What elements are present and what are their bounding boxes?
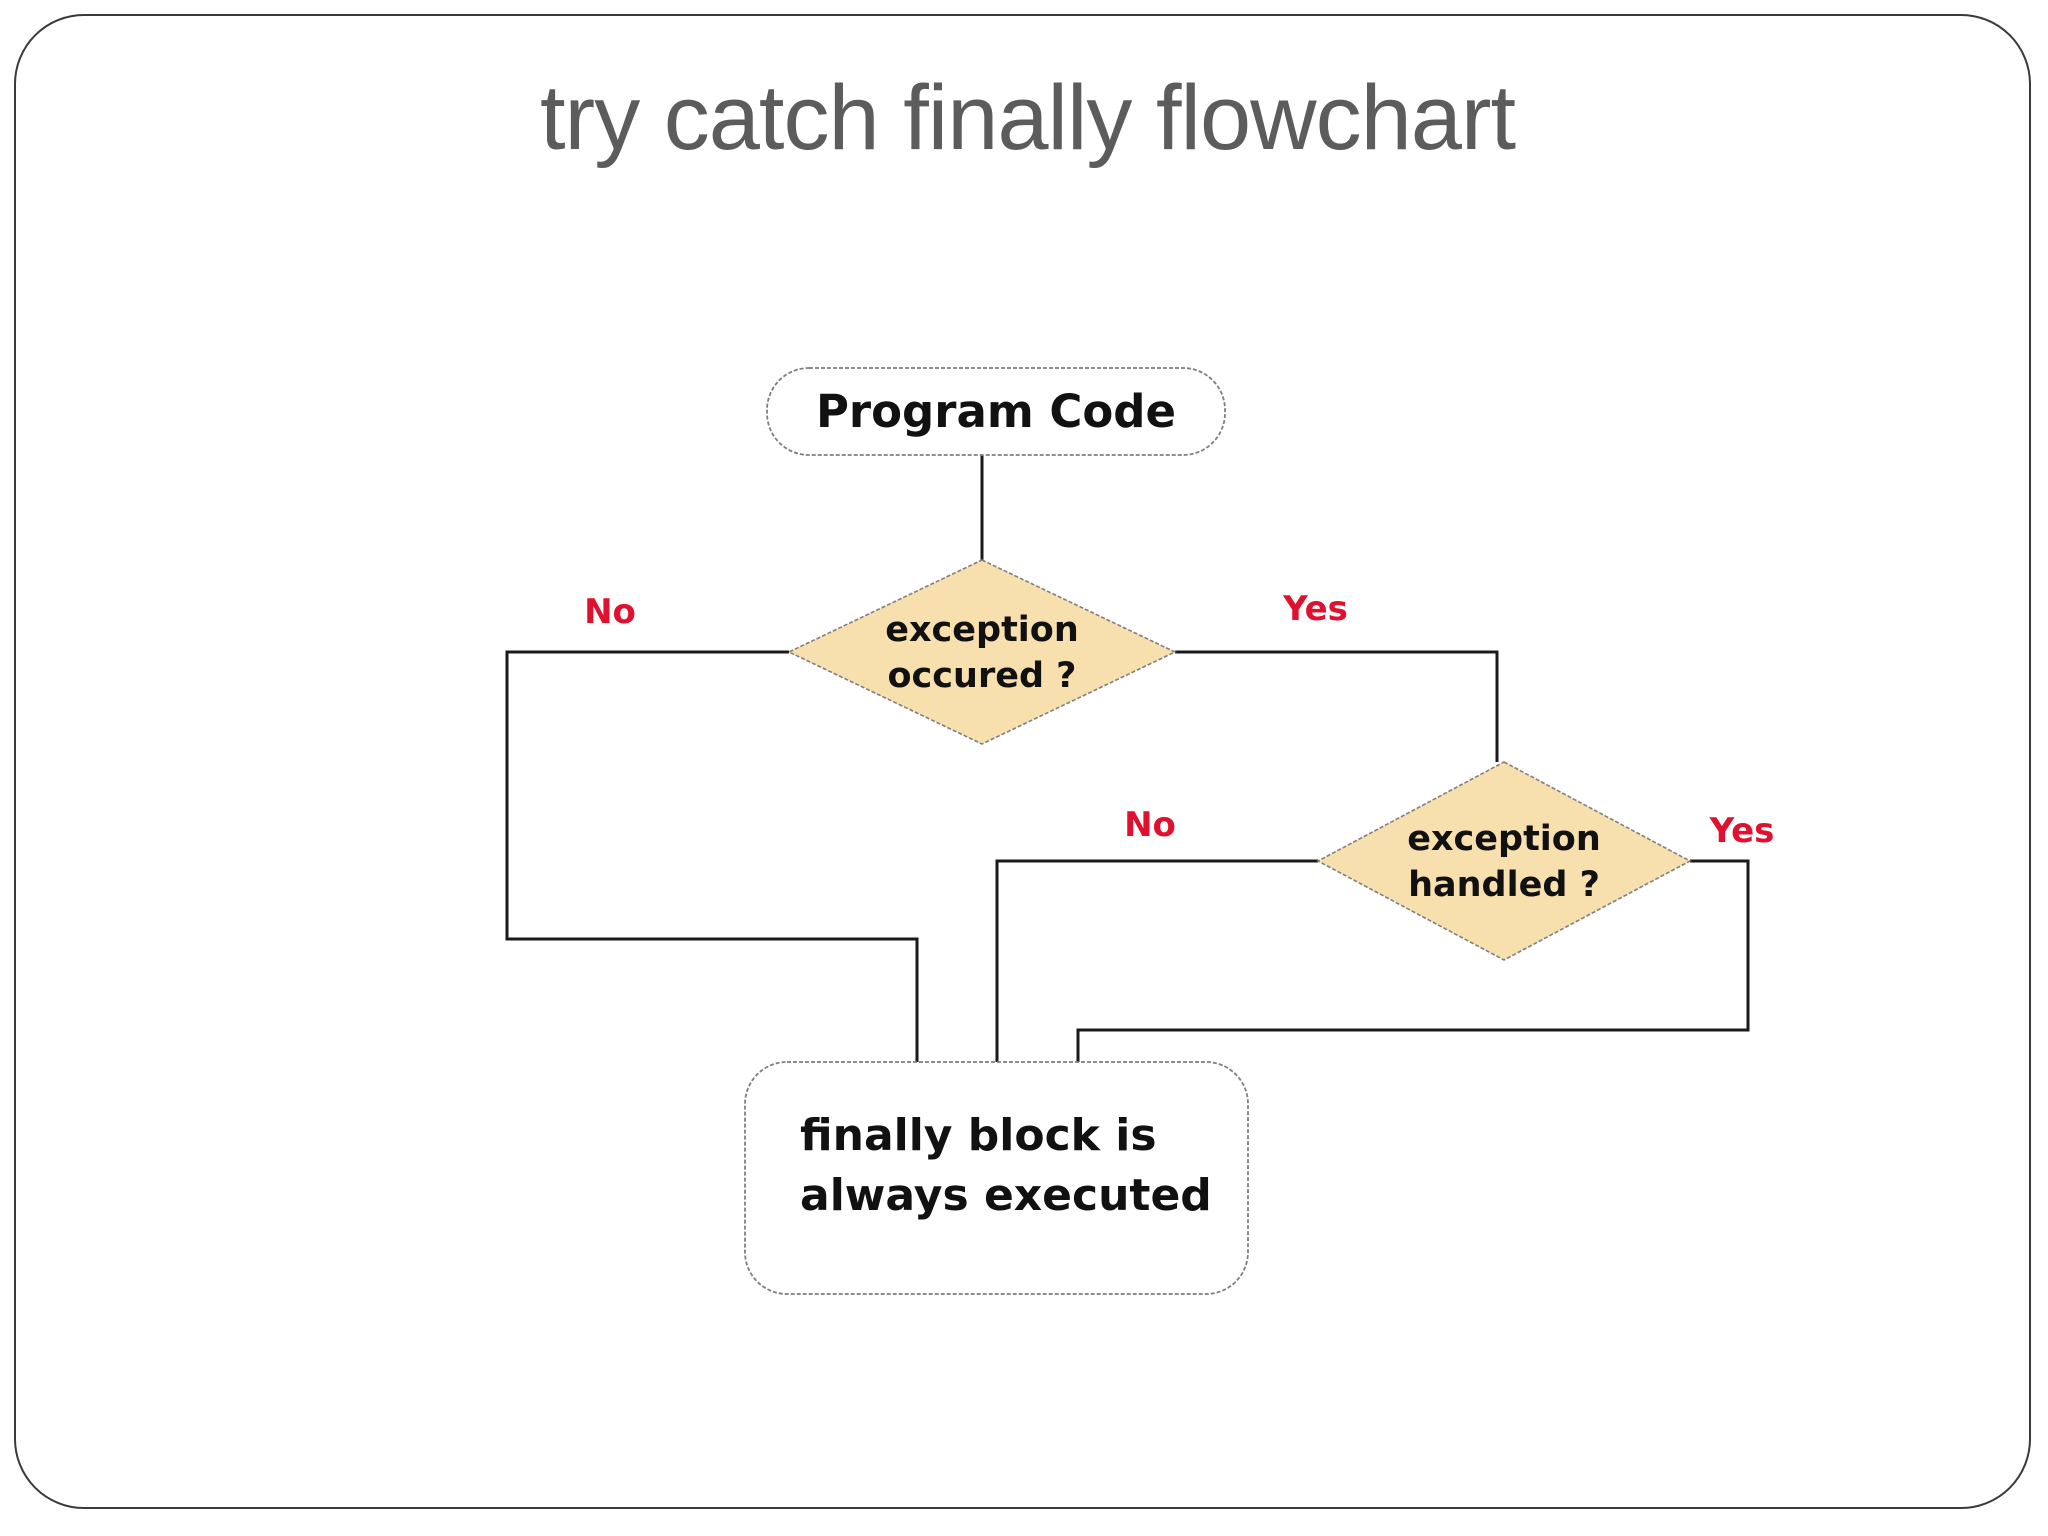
decision2-diamond-shape bbox=[1316, 761, 1692, 961]
decision1-diamond-shape bbox=[787, 559, 1177, 745]
slide-rounded-border bbox=[14, 14, 2031, 1509]
connector-decision2-yes bbox=[1076, 859, 1750, 1062]
start-node-shape bbox=[766, 367, 1226, 456]
start-node-label: Program Code bbox=[815, 385, 1177, 438]
decision1-no-branch-label: No bbox=[584, 592, 636, 632]
connector-decision2-no bbox=[995, 859, 1318, 1062]
decision1-yes-branch-label: Yes bbox=[1283, 589, 1348, 629]
final-node-label: finally block is always executed bbox=[800, 1110, 1212, 1222]
decision1-label: exception occured ? bbox=[885, 609, 1079, 696]
decision2-no-branch-label: No bbox=[1124, 805, 1176, 845]
decision2-yes-branch-label: Yes bbox=[1709, 811, 1775, 851]
connector-decision1-no bbox=[505, 650, 919, 1062]
final-node-shape bbox=[744, 1061, 1249, 1295]
decision2-label: exception handled ? bbox=[1407, 818, 1601, 905]
connector-decision1-yes bbox=[1175, 650, 1499, 762]
slide-title: try catch finally flowchart bbox=[540, 67, 1516, 169]
